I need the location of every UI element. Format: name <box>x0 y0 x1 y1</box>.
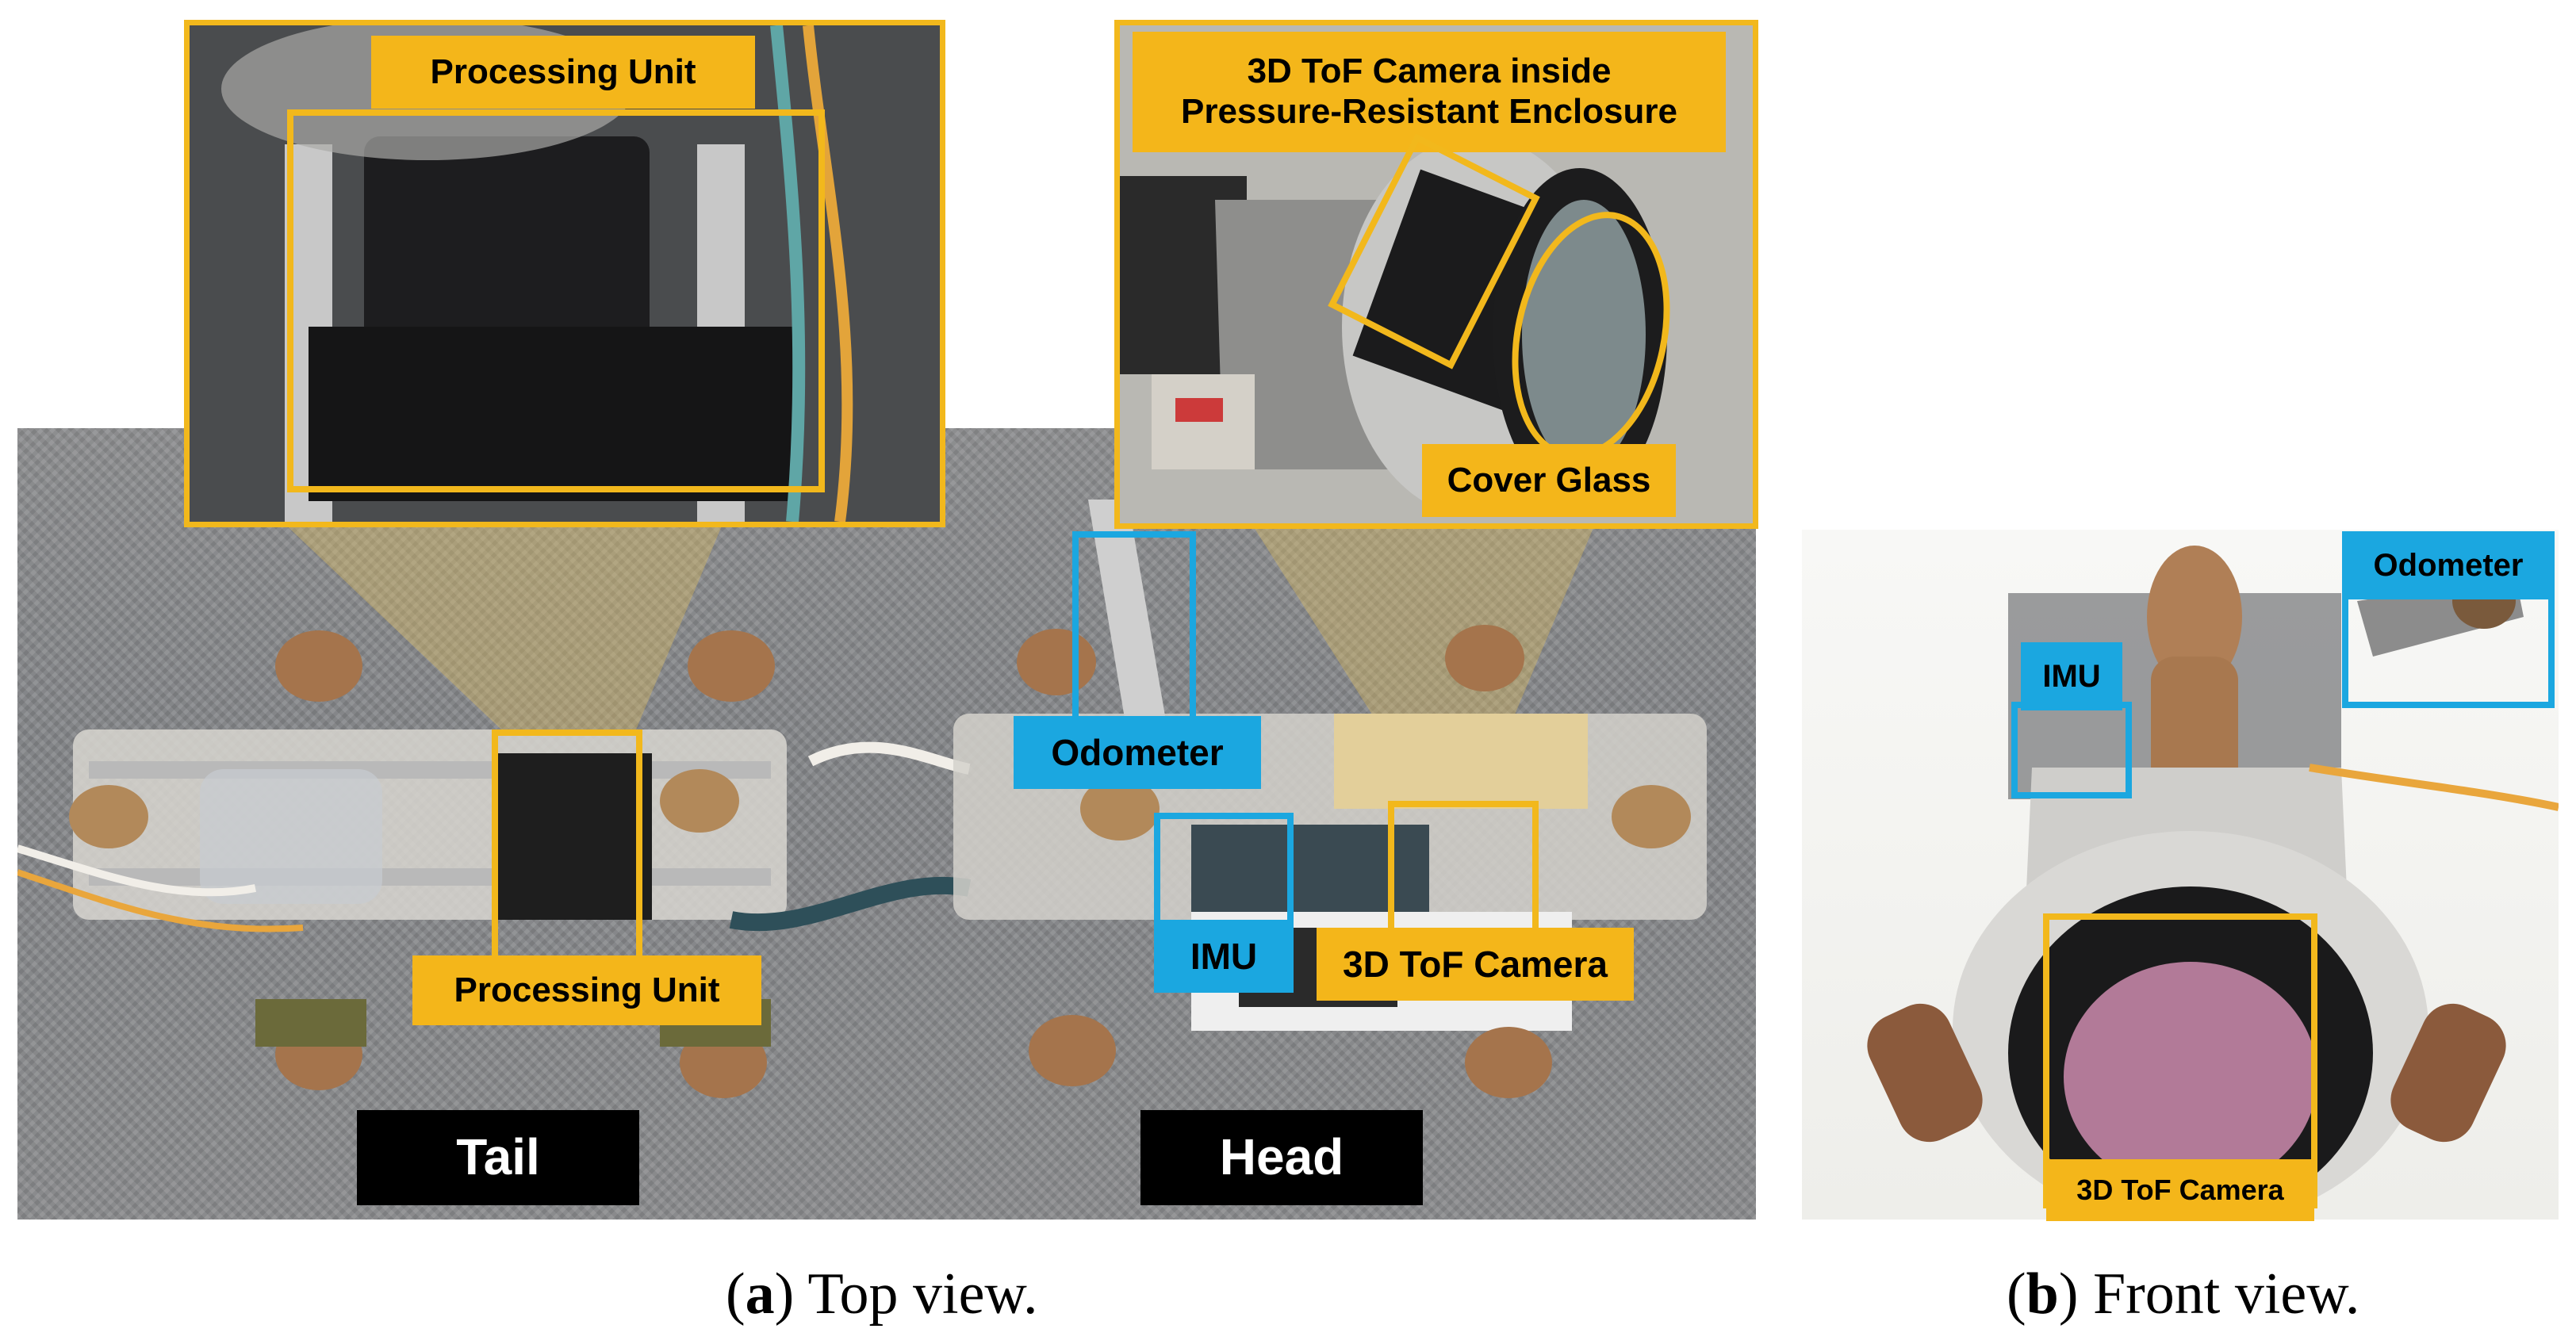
front-tof-camera-label: 3D ToF Camera <box>2046 1159 2314 1221</box>
caption-b-text: Front view. <box>2078 1262 2360 1327</box>
odometer-box <box>1072 531 1196 729</box>
processing-unit-inset-title: Processing Unit <box>371 36 755 109</box>
front-imu-box <box>2011 702 2132 798</box>
caption-b-letter: b <box>2026 1262 2059 1327</box>
front-odometer-label: Odometer <box>2342 531 2555 599</box>
camera-inset-title: 3D ToF Camera inside Pressure-Resistant … <box>1133 32 1726 152</box>
front-imu-label: IMU <box>2021 642 2122 710</box>
caption-a-letter: a <box>745 1262 775 1327</box>
camera-inset-title-line2: Pressure-Resistant Enclosure <box>1180 92 1678 131</box>
head-label: Head <box>1140 1110 1423 1205</box>
caption-a-text: Top view. <box>794 1262 1038 1327</box>
tof-camera-label: 3D ToF Camera <box>1317 928 1634 1001</box>
caption-a: (a) Top view. <box>726 1262 1038 1327</box>
imu-label: IMU <box>1154 920 1294 993</box>
robot-front-view-illustration <box>1867 546 2559 1220</box>
front-odometer-box <box>2342 591 2555 708</box>
processing-unit-inset-box <box>287 109 825 492</box>
odometer-label: Odometer <box>1014 716 1261 789</box>
processing-unit-label: Processing Unit <box>412 955 761 1025</box>
camera-inset-title-line1: 3D ToF Camera inside <box>1247 52 1612 91</box>
front-view-photo <box>1802 530 2559 1220</box>
caption-b: (b) Front view. <box>2007 1262 2360 1327</box>
cover-glass-label: Cover Glass <box>1422 444 1676 517</box>
tail-label: Tail <box>357 1110 639 1205</box>
